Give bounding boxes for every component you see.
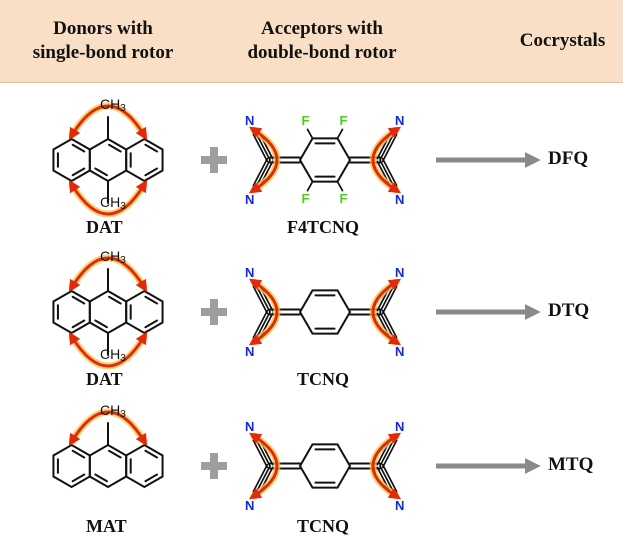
donor-label-3: MAT <box>86 516 127 536</box>
acceptor-1-nitrogen-bottom-right: N <box>395 192 405 207</box>
product-label-2: DTQ <box>548 300 590 321</box>
acceptor-1-nitrogen-bottom-left: N <box>245 192 255 207</box>
acceptor-1-rotor-left <box>248 126 279 194</box>
header-donors: Donors with single-bond rotor <box>12 17 194 65</box>
acceptor-1-ring <box>298 137 352 183</box>
donor-3-ring-2 <box>88 443 128 489</box>
acceptor-1-fluorine-4: F <box>339 190 348 206</box>
donor-2-double-bond-4 <box>144 295 159 305</box>
donor-1-double-bond-5 <box>144 167 159 177</box>
donor-label-1: DAT <box>86 217 123 237</box>
donor-1-methyl-top-text: CH <box>100 96 121 112</box>
donor-3-double-bond-8 <box>94 473 108 483</box>
donor-1-ring-2 <box>88 137 128 183</box>
acceptor-3-rotor-left <box>248 432 279 500</box>
acceptor-2-nitrogen-top-left: N <box>245 265 255 280</box>
plus-2-vertical <box>210 299 218 325</box>
acceptor-3-nitrogen-top-left: N <box>245 419 255 434</box>
header-donors-line1: Donors with <box>53 18 153 39</box>
acceptor-3-nitrogen-bottom-left: N <box>245 498 255 513</box>
donor-2-ring-2 <box>88 289 128 335</box>
donor-2-methyl-bottom-text: CH <box>100 346 121 362</box>
header-acceptors-line1: Acceptors with <box>261 18 383 39</box>
donor-2-rotor-top <box>68 256 148 293</box>
donor-3-methyl-top-subscript: 3 <box>120 409 126 420</box>
donor-1-double-bond-2 <box>71 143 86 153</box>
acceptor-label-2: TCNQ <box>297 369 350 389</box>
acceptor-1-nitrogen-top-left: N <box>245 113 255 128</box>
acceptor-2-nitrogen-top-right: N <box>395 265 405 280</box>
donor-2-methyl-top: CH3 <box>100 248 126 266</box>
donor-1-methyl-bottom: CH3 <box>100 194 126 212</box>
acceptor-1-cf-bond-4 <box>336 180 344 192</box>
product-label-3: MTQ <box>548 454 594 475</box>
acceptor-1-cf-bond-3 <box>306 180 314 192</box>
donor-2-methyl-top-text: CH <box>100 248 121 264</box>
acceptor-2-nitrogen-bottom-left: N <box>245 344 255 359</box>
donor-1-methyl-bottom-text: CH <box>100 194 121 210</box>
donor-2-methyl-top-subscript: 3 <box>120 255 126 266</box>
acceptor-3-ring <box>298 443 352 489</box>
donor-1-methyl-bottom-subscript: 3 <box>120 201 126 212</box>
acceptor-1-cf-bond-2 <box>336 128 344 140</box>
acceptor-label-1: F4TCNQ <box>287 217 359 237</box>
acceptor-3-rotor-right <box>371 432 402 500</box>
header-acceptors-line2: double-bond rotor <box>247 42 397 63</box>
acceptor-3-nitrogen-bottom-right: N <box>395 498 405 513</box>
donor-1-rotor-bottom <box>68 179 148 216</box>
header-donors-line2: single-bond rotor <box>32 42 174 63</box>
plus-3-vertical <box>210 453 218 479</box>
acceptor-1-fluorine-3: F <box>301 190 310 206</box>
donor-3-methyl-top: CH3 <box>100 402 126 420</box>
acceptor-2-nitrogen-bottom-right: N <box>395 344 405 359</box>
donor-1-rotor-top <box>68 104 148 141</box>
donor-3-methyl-top-text: CH <box>100 402 121 418</box>
donor-2-methyl-bottom: CH3 <box>100 346 126 364</box>
donor-1-methyl-top-subscript: 3 <box>120 103 126 114</box>
acceptor-1-fluorine-1: F <box>301 113 310 129</box>
product-label-1: DFQ <box>548 148 589 169</box>
donor-2-double-bond-3 <box>71 319 86 329</box>
plus-1-vertical <box>210 147 218 173</box>
donor-2-methyl-bottom-subscript: 3 <box>120 353 126 364</box>
acceptor-1-fluorine-2: F <box>339 113 348 129</box>
donor-1-double-bond-8 <box>94 167 108 177</box>
acceptor-1-rotor-right <box>371 126 402 194</box>
donor-3-rotor-top <box>68 410 148 447</box>
acceptor-2-rotor-left <box>248 278 279 346</box>
donor-2-double-bond-7 <box>108 295 122 305</box>
donor-2-double-bond-2 <box>71 295 86 305</box>
acceptor-1-cf-bond-1 <box>306 128 314 140</box>
donor-label-2: DAT <box>86 369 123 389</box>
header-cocrystals: Cocrystals <box>519 30 606 51</box>
donor-3-double-bond-4 <box>144 449 159 459</box>
acceptor-2-rotor-right <box>371 278 402 346</box>
donor-2-double-bond-5 <box>144 319 159 329</box>
acceptor-2-ring <box>298 289 352 335</box>
donor-3-ring-3 <box>125 443 164 489</box>
acceptor-3-nitrogen-top-right: N <box>395 419 405 434</box>
donor-2-rotor-bottom <box>68 331 148 368</box>
donor-3-double-bond-2 <box>71 449 86 459</box>
donor-1-double-bond-3 <box>71 167 86 177</box>
donor-1-double-bond-4 <box>144 143 159 153</box>
donor-1-methyl-top: CH3 <box>100 96 126 114</box>
donor-2-double-bond-8 <box>94 319 108 329</box>
donor-3-double-bond-7 <box>108 449 122 459</box>
donor-3-double-bond-5 <box>144 473 159 483</box>
acceptor-1-nitrogen-top-right: N <box>395 113 405 128</box>
header-band <box>0 0 623 83</box>
donor-1-double-bond-7 <box>108 143 122 153</box>
header-acceptors: Acceptors with double-bond rotor <box>222 17 422 65</box>
donor-3-double-bond-3 <box>71 473 86 483</box>
acceptor-label-3: TCNQ <box>297 516 350 536</box>
